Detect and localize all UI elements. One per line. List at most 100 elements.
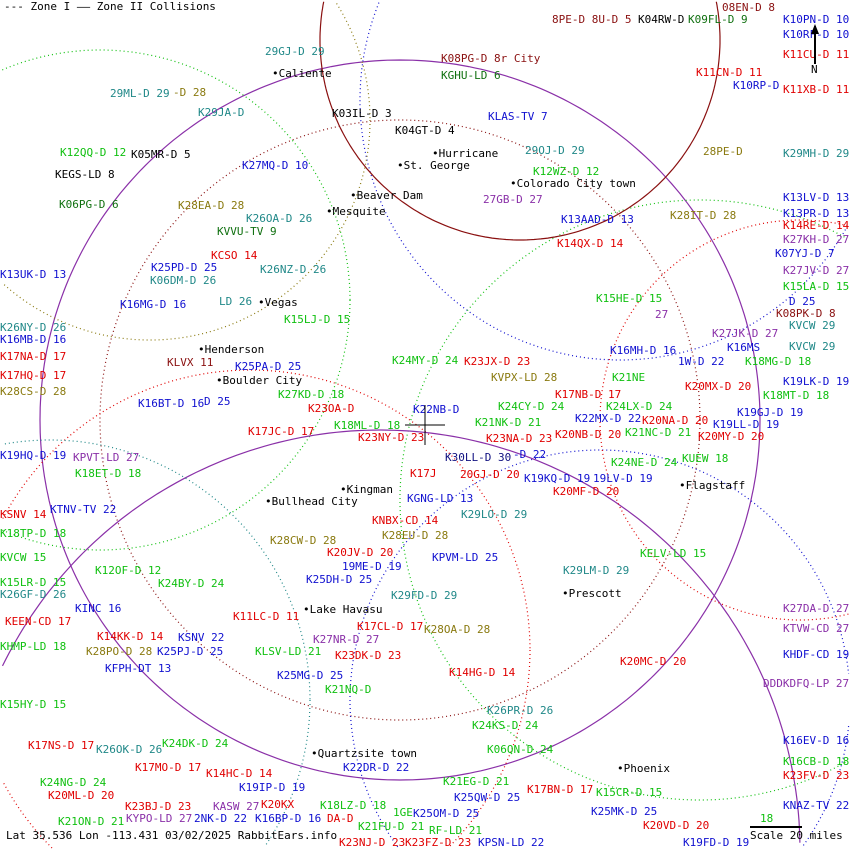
station-label[interactable]: K25OM-D 25 <box>413 807 480 820</box>
station-label[interactable]: K23NJ-D 23 <box>339 836 406 849</box>
station-label[interactable]: K27DA-D 27 <box>783 602 850 615</box>
station-label[interactable]: K11LC-D 11 <box>233 610 300 623</box>
station-label[interactable]: 28PE-D <box>703 145 743 158</box>
station-label[interactable]: -D 22 <box>513 448 547 461</box>
station-label[interactable]: KEGS-LD 8 <box>55 168 115 181</box>
station-label[interactable]: K10RP-D <box>733 79 780 92</box>
station-label[interactable]: K24LX-D 24 <box>606 400 673 413</box>
station-label[interactable]: KEEN-CD 17 <box>5 615 72 628</box>
station-label[interactable]: K13AAD-D 13 <box>561 213 634 226</box>
station-label[interactable]: K20MY-D 20 <box>698 430 765 443</box>
station-label[interactable]: KYPO-LD 27 <box>126 812 193 825</box>
station-label[interactable]: K21FU-D 21 <box>358 820 425 833</box>
station-label[interactable]: KPSN-LD 22 <box>478 836 545 849</box>
station-label[interactable]: 29OJ-D 29 <box>525 144 585 157</box>
station-label[interactable]: K17CL-D 17 <box>357 620 424 633</box>
station-label[interactable]: KTVW-CD 27 <box>783 622 850 635</box>
station-label[interactable]: K27MQ-D 10 <box>242 159 309 172</box>
station-label[interactable]: K15CR-D 15 <box>596 786 663 799</box>
station-label[interactable]: K12OF-D 12 <box>95 564 162 577</box>
station-label[interactable]: K26OA-D 26 <box>246 212 313 225</box>
station-label[interactable]: K25MK-D 25 <box>591 805 658 818</box>
station-label[interactable]: K22DR-D 22 <box>343 761 410 774</box>
station-label[interactable]: K08PK-D 8 <box>776 307 836 320</box>
station-label[interactable]: K10PN-D 10 <box>783 13 850 26</box>
station-label[interactable]: K25PD-D 25 <box>151 261 218 274</box>
station-label[interactable]: K16MH-D 16 <box>610 344 677 357</box>
station-label[interactable]: KINC 16 <box>75 602 122 615</box>
station-label[interactable]: K09FL-D 9 <box>688 13 748 26</box>
station-label[interactable]: LD 26 <box>219 295 253 308</box>
station-label[interactable]: RF-LD 21 <box>429 824 482 837</box>
station-label[interactable]: KGHU-LD 6 <box>441 69 501 82</box>
station-label[interactable]: K21EG-D 21 <box>443 775 510 788</box>
station-label[interactable]: K25PA-D 25 <box>235 360 302 373</box>
station-label[interactable]: K15LJ-D 15 <box>284 313 351 326</box>
station-label[interactable]: K19LL-D 19 <box>713 418 780 431</box>
station-label[interactable]: K20MX-D 20 <box>685 380 752 393</box>
station-label[interactable]: K16BP-D 16 <box>255 812 322 825</box>
station-label[interactable]: K15LR-D 15 <box>0 576 67 589</box>
station-label[interactable]: KCSO 14 <box>211 249 258 262</box>
station-label[interactable]: K17NB-D 17 <box>555 388 622 401</box>
station-label[interactable]: 19LV-D 19 <box>593 472 653 485</box>
station-label[interactable]: K28EA-D 28 <box>178 199 245 212</box>
station-label[interactable]: K24BY-D 24 <box>158 577 225 590</box>
station-label[interactable]: K12WZ-D 12 <box>533 165 600 178</box>
station-label[interactable]: K23OA-D <box>308 402 355 415</box>
station-label[interactable]: K26OK-D 26 <box>96 743 163 756</box>
station-label[interactable]: K14QX-D 14 <box>557 237 624 250</box>
station-label[interactable]: K18LZ-D 18 <box>320 799 387 812</box>
station-label[interactable]: K16MS <box>727 341 761 354</box>
station-label[interactable]: K24KS-D 24 <box>472 719 539 732</box>
station-label[interactable]: K17BN-D 17 <box>527 783 594 796</box>
station-label[interactable]: K21NE <box>612 371 646 384</box>
station-label[interactable]: K10RF-D 10 <box>783 28 850 41</box>
station-label[interactable]: K19KQ-D 19 <box>524 472 591 485</box>
station-label[interactable]: K18TP-D 18 <box>0 527 67 540</box>
station-label[interactable]: K23FZ-D 23 <box>405 836 472 849</box>
station-label[interactable]: K23JX-D 23 <box>464 355 531 368</box>
station-label[interactable]: 2NK-D 22 <box>194 812 247 825</box>
station-label[interactable]: D 25 <box>204 395 231 408</box>
station-label[interactable]: K14KK-D 14 <box>97 630 164 643</box>
station-label[interactable]: K19FD-D 19 <box>683 836 750 849</box>
station-label[interactable]: K26GF-D 26 <box>0 588 67 601</box>
station-label[interactable]: K20NA-D 20 <box>642 414 709 427</box>
station-label[interactable]: K20KX <box>261 798 295 811</box>
station-label[interactable]: KUEW 18 <box>682 452 729 465</box>
station-label[interactable]: KFPH-DT 13 <box>105 662 172 675</box>
station-label[interactable]: KVPX-LD 28 <box>491 371 558 384</box>
station-label[interactable]: K06PG-D 6 <box>59 198 119 211</box>
station-label[interactable]: K18MG-D 18 <box>745 355 812 368</box>
station-label[interactable]: K12QQ-D 12 <box>60 146 127 159</box>
station-label[interactable]: K30LL-D 30 <box>445 451 512 464</box>
station-label[interactable]: K17NS-D 17 <box>28 739 95 752</box>
station-label[interactable]: K27KD-D 18 <box>278 388 345 401</box>
station-label[interactable]: K29MH-D 29 <box>783 147 850 160</box>
station-label[interactable]: K27JV-D 27 <box>783 264 850 277</box>
station-label[interactable]: 29ML-D 29 <box>110 87 170 100</box>
station-label[interactable]: KNBX-CD 14 <box>372 514 439 527</box>
station-label[interactable]: K15HY-D 15 <box>0 698 67 711</box>
station-label[interactable]: K14RE-D 14 <box>783 219 850 232</box>
station-label[interactable]: K17MO-D 17 <box>135 761 202 774</box>
station-label[interactable]: K23NA-D 23 <box>486 432 553 445</box>
station-label[interactable]: KLAS-TV 7 <box>488 110 548 123</box>
station-label[interactable]: K19LK-D 19 <box>783 375 850 388</box>
station-label[interactable]: K16CB-D 18 <box>783 755 850 768</box>
station-label[interactable]: K07YJ-D 7 <box>775 247 835 260</box>
station-label[interactable]: K15LA-D 15 <box>783 280 850 293</box>
station-label[interactable]: K28OA-D 28 <box>424 623 491 636</box>
station-label[interactable]: K29FD-D 29 <box>391 589 458 602</box>
station-label[interactable]: K17JC-D 17 <box>248 425 315 438</box>
station-label[interactable]: K20JV-D 20 <box>327 546 394 559</box>
station-label[interactable]: K17NA-D 17 <box>0 350 67 363</box>
station-label[interactable]: K08PG-D 8r City <box>441 52 541 65</box>
station-label[interactable]: K04GT-D 4 <box>395 124 455 137</box>
station-label[interactable]: K06QN-D 24 <box>487 743 554 756</box>
station-label[interactable]: K23DK-D 23 <box>335 649 402 662</box>
station-label[interactable]: K16EV-D 16 <box>783 734 850 747</box>
station-label[interactable]: K20NB-D 20 <box>555 428 622 441</box>
station-label[interactable]: K11XB-D 11 <box>783 83 850 96</box>
